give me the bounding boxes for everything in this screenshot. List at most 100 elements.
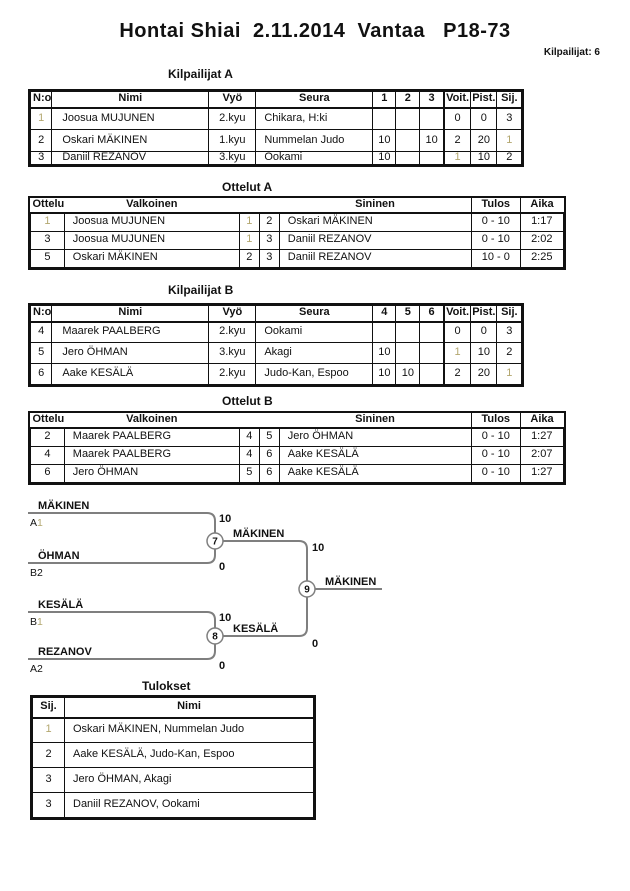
bracket-line [28, 611, 216, 628]
column-header [259, 198, 280, 214]
cell: 2 [442, 363, 472, 385]
bracket-score: 10 [312, 542, 324, 554]
cell: 10 [395, 363, 421, 385]
column-header: Aika [519, 198, 564, 214]
cell: 10 [372, 342, 397, 364]
bracket-match-circle [206, 532, 224, 550]
bracket-match-number: 9 [304, 585, 310, 596]
column-header: 2 [395, 91, 421, 109]
cell: Aake KESÄLÄ [278, 445, 472, 465]
bracket-name: REZANOV [38, 646, 92, 658]
column-header: Sij. [496, 305, 523, 323]
column-header: Voit. [442, 305, 472, 323]
cell: 1 [442, 151, 472, 165]
cell: 10 [419, 129, 445, 152]
cell: 1 [496, 363, 523, 385]
cell: 2.kyu [208, 321, 257, 343]
cell: Ookami [255, 321, 374, 343]
column-header: Nimi [51, 91, 210, 109]
cell: 10 [470, 151, 498, 165]
column-header: Vyö [208, 91, 257, 109]
cell: 0 - 10 [470, 463, 521, 483]
column-header: Vyö [208, 305, 257, 323]
bracket-name: MÄKINEN [38, 499, 89, 512]
column-header [239, 413, 260, 429]
cell: Oskari MÄKINEN [63, 248, 240, 268]
column-header: Ottelu [30, 198, 65, 214]
cell: Oskari MÄKINEN [51, 129, 210, 152]
cell: 0 - 10 [470, 427, 521, 447]
cell [395, 342, 421, 364]
cell: 3 [258, 248, 280, 268]
cell: Aake KESÄLÄ [278, 463, 472, 483]
cell: 1 [496, 129, 523, 152]
cell: 1 [238, 230, 260, 250]
cell: Aake KESÄLÄ, Judo-Kan, Espoo [64, 742, 314, 768]
cell: 1.kyu [208, 129, 257, 152]
cell [419, 321, 445, 343]
cell: 1:27 [519, 463, 564, 483]
cell: Nummelan Judo [255, 129, 374, 152]
cell: 3 [30, 230, 65, 250]
column-header: 1 [372, 91, 397, 109]
cell: 1 [30, 107, 53, 130]
cell: 10 - 0 [470, 248, 521, 268]
cell: 2 [442, 129, 472, 152]
bracket-name: KESÄLÄ [233, 622, 278, 635]
cell: Ookami [255, 151, 374, 165]
bracket-seed: A1 [30, 517, 43, 529]
matches-a-title: Ottelut A [222, 180, 273, 194]
cell: Maarek PAALBERG [63, 445, 240, 465]
column-header: Valkoinen [64, 413, 240, 429]
column-header: 3 [419, 91, 445, 109]
page-title: Hontai Shiai 2.11.2014 Vantaa P18-73 [119, 20, 511, 42]
cell: 2:02 [519, 230, 564, 250]
column-header: Aika [519, 413, 564, 429]
column-header: 4 [372, 305, 397, 323]
column-header: Tulos [470, 413, 521, 429]
cell: 6 [30, 363, 53, 385]
bracket-name: KESÄLÄ [38, 598, 83, 611]
cell: 1 [30, 212, 65, 232]
cell: 0 [442, 321, 472, 343]
cell: 4 [238, 445, 260, 465]
cell: 2 [30, 427, 65, 447]
bracket-score: 10 [219, 612, 231, 624]
cell: 3 [258, 230, 280, 250]
bracket-line [223, 540, 308, 581]
column-header: Voit. [442, 91, 472, 109]
cell [419, 363, 445, 385]
cell: Oskari MÄKINEN [278, 212, 472, 232]
column-header: 6 [419, 305, 445, 323]
cell: Joosua MUJUNEN [51, 107, 210, 130]
cell: Joosua MUJUNEN [63, 230, 240, 250]
cell: 5 [30, 342, 53, 364]
cell: 1:17 [519, 212, 564, 232]
cell: Maarek PAALBERG [63, 427, 240, 447]
column-header: Nimi [51, 305, 210, 323]
pool-b-title: Kilpailijat B [168, 283, 234, 297]
column-header: N:o [30, 91, 53, 109]
bracket-line [223, 597, 308, 637]
column-header: Ottelu [30, 413, 65, 429]
cell [395, 321, 421, 343]
cell [419, 151, 445, 165]
cell: 2:25 [519, 248, 564, 268]
cell [419, 342, 445, 364]
bracket-match-number: 8 [212, 632, 218, 643]
bracket-score: 0 [312, 638, 318, 650]
cell: 2:07 [519, 445, 564, 465]
cell: Judo-Kan, Espoo [255, 363, 374, 385]
